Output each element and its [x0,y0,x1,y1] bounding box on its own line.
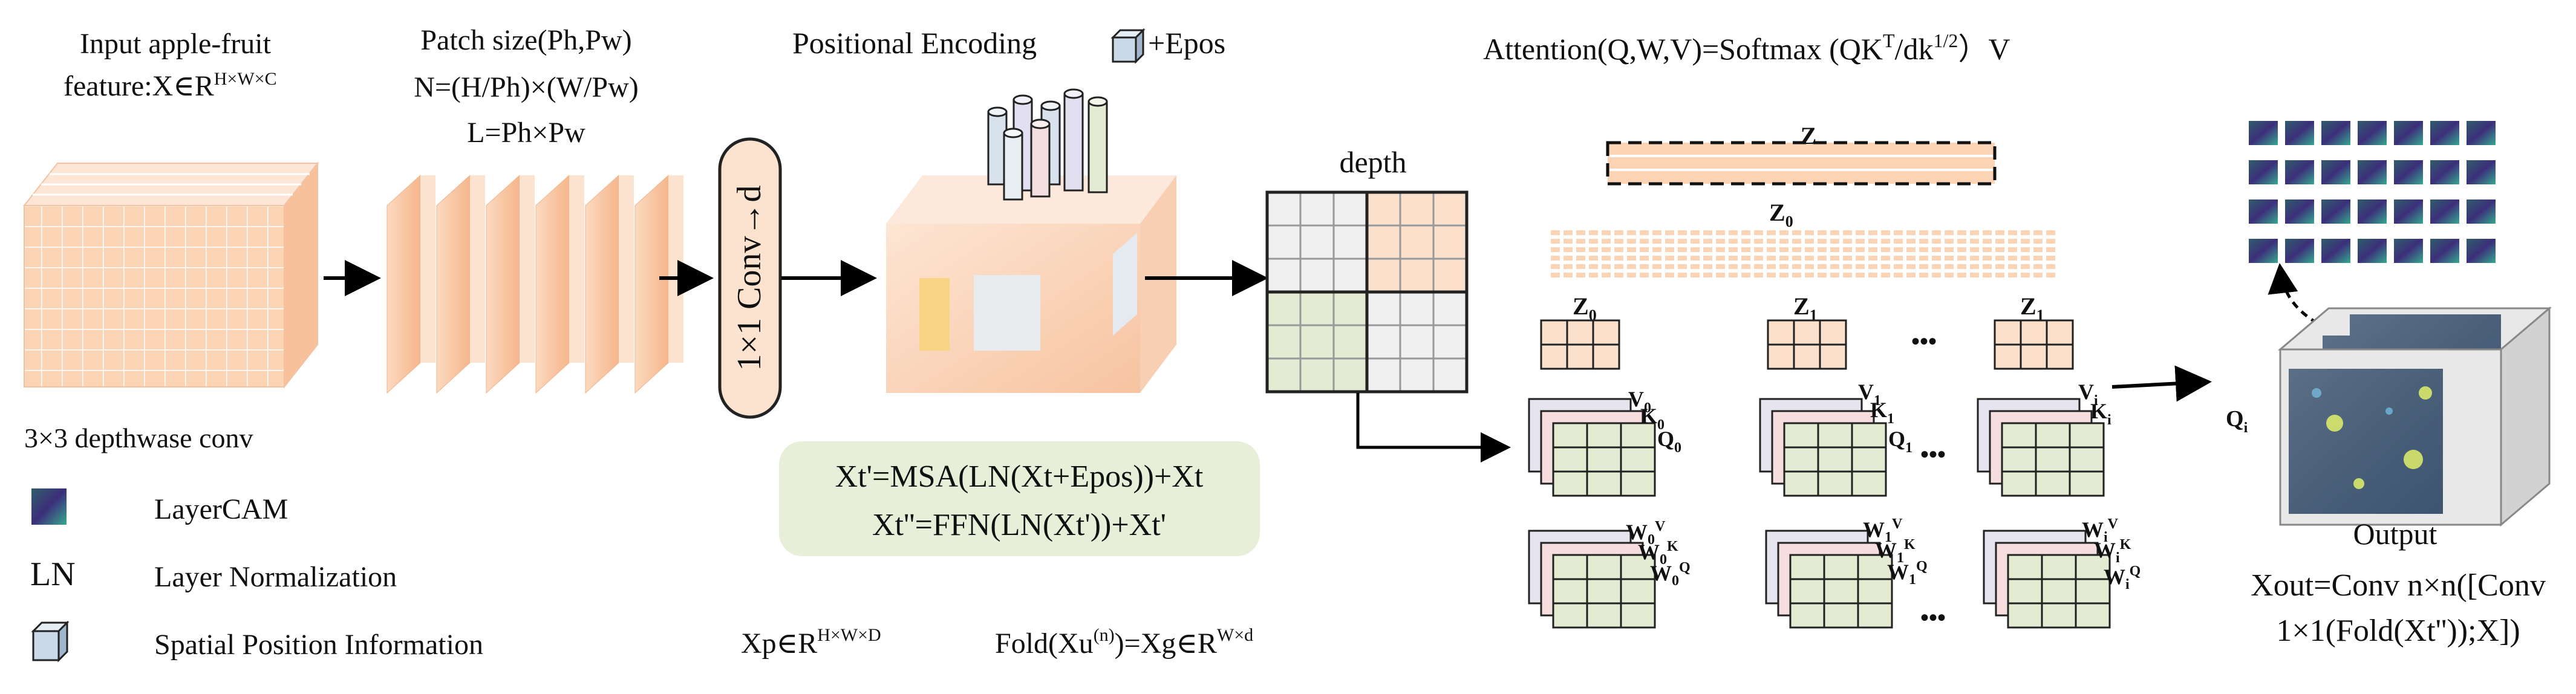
z0-token-dots [1548,229,2056,281]
depthwise-conv-label: 3×3 depthwase conv [24,423,253,453]
z1-head-label: Z1 [1793,293,1818,324]
attention-head-1: Z1 V1 K1 Q1 W1V W1K W1Q [1759,293,1928,629]
attention-formula: Attention(Q,W,V)=Softmax (QKT/dk1/2）V [1483,30,2010,66]
output-cube [2277,306,2552,527]
svg-text:W1V: W1V [1863,516,1903,545]
svg-text:Q0: Q0 [1657,427,1681,456]
cube-icon [1110,28,1146,64]
legend-spatial-label: Spatial Position Information [154,629,483,661]
svg-text:W1K: W1K [1875,537,1916,566]
zi-head-label: Z1 [2020,293,2044,324]
svg-text:W0Q: W0Q [1650,560,1691,589]
fold-formula: Fold(Xu(n))=Xg∈RW×d [995,625,1253,660]
msa-formula: Xt'=MSA(LN(Xt+Epos))+Xt [835,459,1204,494]
ellipsis-qkv: ••• [1920,441,1946,468]
arrow-depth-to-heads [1356,393,1511,462]
svg-text:W1Q: W1Q [1887,559,1928,588]
depth-grid [1265,190,1469,394]
layercam-icon [31,488,67,525]
svg-text:Ki: Ki [2090,399,2111,428]
legend-layercam-label: LayerCAM [154,493,288,525]
attention-head-i: Z1 Vi Ki WiV WiK WiQ [1977,293,2141,629]
legend-ln-label: Layer Normalization [154,561,397,593]
svg-text:Vi: Vi [2078,380,2098,409]
attention-head-0: Z0 V0 K0 Q0 W0V W0K W0Q [1528,293,1691,629]
arrow-heads-to-output [2111,365,2212,402]
z-token-bar [1606,141,1997,186]
formula-box [779,441,1260,556]
ellipsis-z: ••• [1911,328,1937,355]
arrow-output-to-layercam [2268,263,2330,331]
position-cylinders [987,88,1108,201]
z0-head-label: Z0 [1573,293,1597,324]
output-label: Output [2353,517,2437,551]
svg-text:V1: V1 [1858,380,1881,409]
input-feature: feature:X∈RH×W×C [64,69,277,102]
ellipsis-w: ••• [1920,604,1946,631]
output-formula-line2: 1×1(Fold(Xt''));X]) [2276,614,2520,648]
svg-text:K1: K1 [1870,398,1894,427]
spatial-cube-icon [31,620,70,663]
patch-count-formula: N=(H/Ph)×(W/Pw) [414,71,638,103]
svg-text:W0K: W0K [1638,539,1678,568]
z-label: Z [1801,122,1817,149]
z0-label: Z0 [1769,199,1793,230]
output-formula-line1: Xout=Conv n×n([Conv [2251,568,2546,603]
ln-symbol: LN [30,556,76,593]
patch-size-label: Patch size(Ph,Pw) [420,24,631,56]
patch-length-formula: L=Ph×Pw [467,117,585,149]
svg-text:Q1: Q1 [1888,427,1912,456]
ffn-formula: Xt''=FFN(LN(Xt'))+Xt' [872,508,1166,542]
svg-text:WiV: WiV [2082,516,2119,545]
xp-formula: Xp∈RH×W×D [741,625,881,660]
svg-text:W0V: W0V [1626,519,1666,548]
positional-encoding-cube [886,175,1176,393]
patch-slabs [386,174,683,394]
svg-text:WiQ: WiQ [2104,563,2141,592]
input-feature-cube [22,161,319,389]
conv1x1-label: 1×1 Conv→d [731,186,768,371]
svg-text:K0: K0 [1640,404,1665,433]
svg-text:WiK: WiK [2094,537,2131,566]
qi-label: Qi [2226,406,2248,436]
depth-label: depth [1339,145,1406,179]
layercam-grid [2249,121,2496,263]
svg-text:V0: V0 [1628,387,1651,416]
conv1x1-box [718,137,782,419]
positional-encoding-label: Positional Encoding [792,26,1037,60]
input-title: Input apple-fruit [80,28,272,60]
epos-label: +Epos [1148,26,1225,60]
